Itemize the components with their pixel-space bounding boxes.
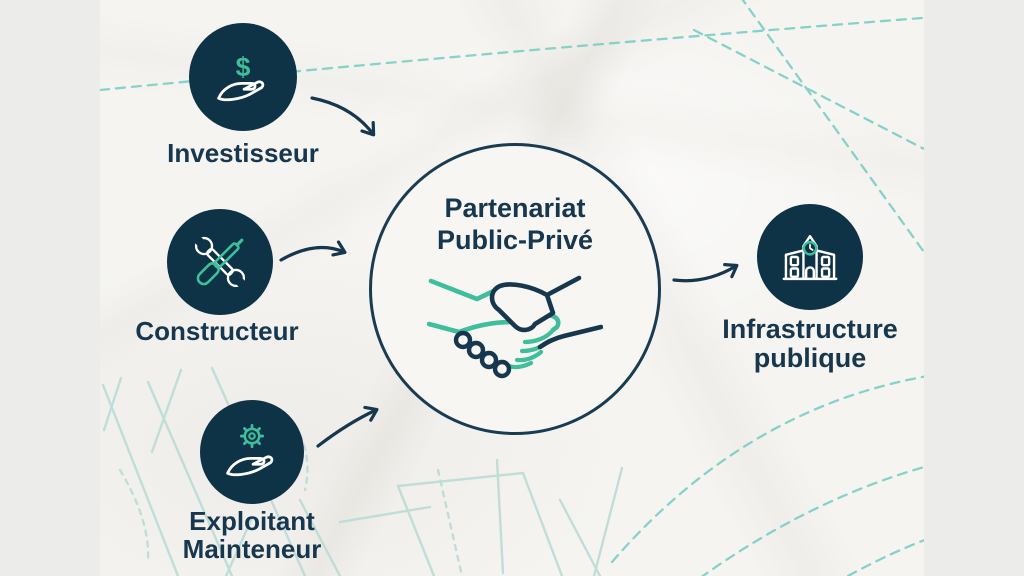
investor-label: Investisseur xyxy=(167,138,319,168)
background-dashed-lines xyxy=(98,0,936,576)
result-circle xyxy=(757,204,863,310)
arrow-builder-to-center xyxy=(279,240,347,262)
flow-arrows xyxy=(279,96,739,448)
operator-label-line2: Mainteneur xyxy=(182,534,322,564)
arrow-operator-to-center xyxy=(316,405,379,448)
partnership-circle: Partenariat Public-Privé xyxy=(369,143,661,435)
hand-gear-icon xyxy=(226,424,274,477)
operator-circle xyxy=(200,400,304,504)
builder-circle xyxy=(167,209,273,315)
operator-label: Exploitant Mainteneur xyxy=(122,507,382,563)
builder-label: Constructeur xyxy=(135,316,299,346)
partnership-title-line1: Partenariat xyxy=(444,193,586,223)
result-label: Infrastructure publique xyxy=(680,315,940,373)
arrow-investor-to-center xyxy=(310,96,376,137)
right-gray-panel xyxy=(924,0,1024,576)
arrow-center-to-result xyxy=(672,263,739,283)
hand-dollar-icon: $ xyxy=(217,52,265,102)
investor-circle: $ xyxy=(189,23,297,131)
dollar-symbol: $ xyxy=(236,52,251,82)
crossed-tools-icon xyxy=(188,230,252,294)
partnership-title: Partenariat Public-Privé xyxy=(372,192,658,256)
left-gray-panel xyxy=(0,0,100,576)
result-label-line2: publique xyxy=(753,343,867,373)
handshake-icon xyxy=(426,275,604,379)
result-label-line1: Infrastructure xyxy=(722,314,898,344)
public-building-icon xyxy=(782,235,838,281)
partnership-title-line2: Public-Privé xyxy=(436,225,594,255)
operator-label-line1: Exploitant xyxy=(189,506,315,536)
handshake-icon-wrapper xyxy=(426,274,604,397)
background-sketch-lines xyxy=(101,366,624,576)
